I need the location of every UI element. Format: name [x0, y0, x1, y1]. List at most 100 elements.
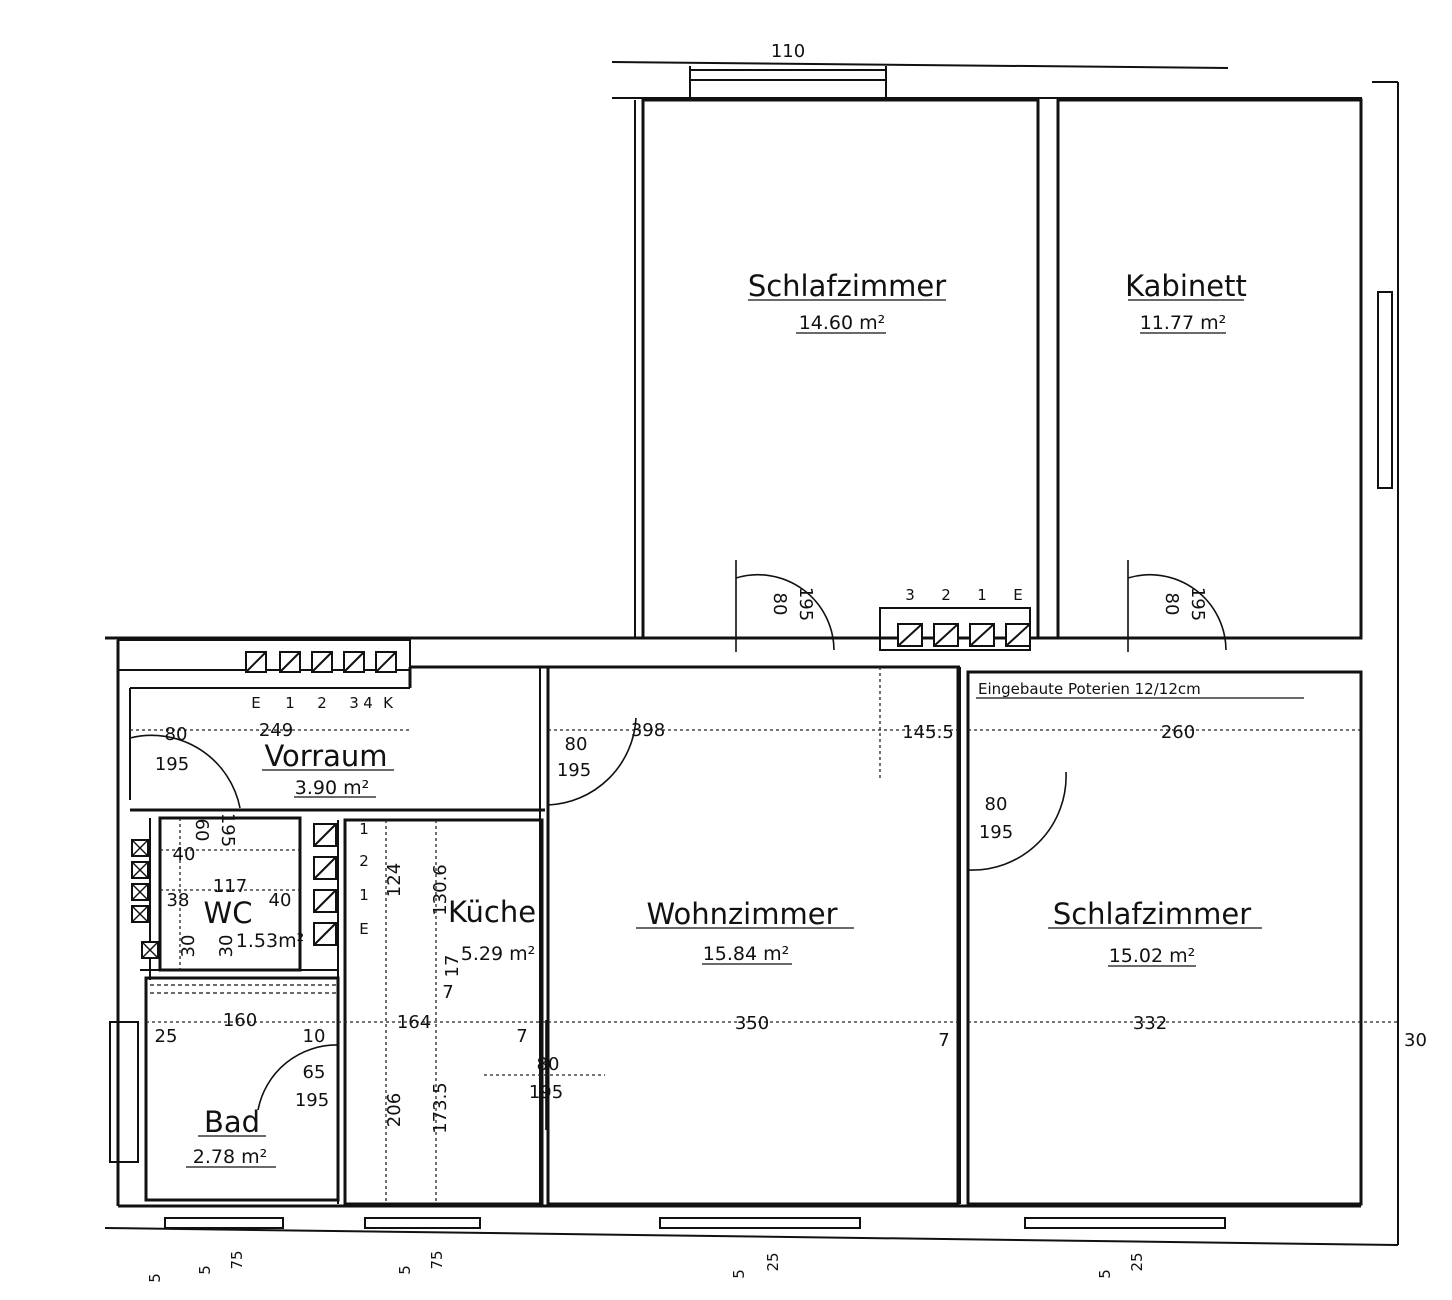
bottom-mark-8: 5	[1096, 1269, 1114, 1279]
walls	[104, 61, 1399, 1246]
window-bottom-1	[164, 1217, 284, 1229]
door-wohn-w: 80	[565, 734, 588, 755]
door-schlafzimmer-top	[735, 560, 835, 652]
door-kab-h: 195	[1187, 587, 1208, 621]
flue-left-label-1: E	[251, 694, 260, 712]
dim-wohn-width: 350	[735, 1013, 769, 1034]
door-vorraum	[129, 734, 241, 809]
room-name-wc: WC	[204, 896, 253, 930]
dim-bad-195: 195	[295, 1090, 329, 1111]
dim-wc-38: 38	[167, 890, 190, 911]
room-area-kueche: 5.29 m²	[461, 943, 535, 965]
dim-kueche-124: 124	[384, 863, 405, 897]
door-wc-h: 195	[217, 813, 238, 847]
room-name-schlafzimmer-right: Schlafzimmer	[1053, 897, 1251, 931]
bottom-mark-1: 5	[146, 1273, 164, 1283]
dimension-lines	[130, 560, 1398, 1204]
flue-top-label-3: 1	[977, 586, 987, 604]
dim-top-window: 110	[771, 41, 805, 62]
door-size-labels: 80 195 80 195 80 195 80 195 80 195 80 19…	[155, 587, 1208, 1103]
dim-kueche-1735: 173.5	[430, 1082, 451, 1134]
bottom-mark-7: 25	[764, 1252, 782, 1271]
door-kueche-wohn-w: 80	[537, 1054, 560, 1075]
label-underlines	[186, 299, 1304, 1168]
door-sz-top-w: 80	[769, 593, 790, 616]
door-bad	[257, 1044, 339, 1111]
room-name-kabinett: Kabinett	[1125, 269, 1247, 303]
door-vorraum-w: 80	[165, 724, 188, 745]
room-name-schlafzimmer-top: Schlafzimmer	[748, 269, 946, 303]
windows	[164, 66, 1226, 1229]
dim-wall-7a: 7	[516, 1026, 527, 1047]
doors	[129, 560, 1227, 1130]
dimension-labels: 110 249 398 145.5 260 350 332 30 160 25 …	[155, 41, 1427, 1134]
room-area-wc: 1.53m²	[236, 930, 304, 952]
door-kabinett	[1127, 560, 1227, 652]
flue-left-label-2: 1	[285, 694, 295, 712]
room-area-schlafzimmer-right: 15.02 m²	[1109, 945, 1196, 967]
window-top	[689, 69, 887, 81]
door-sz-right-w: 80	[985, 794, 1008, 815]
flue-kueche-label-4: E	[359, 920, 368, 938]
room-labels: Schlafzimmer 14.60 m² Kabinett 11.77 m² …	[193, 269, 1251, 1168]
flues	[131, 623, 1031, 959]
flue-left-label-3: 2	[317, 694, 327, 712]
dim-wc-30a: 30	[178, 935, 199, 958]
bottom-mark-4: 5	[396, 1265, 414, 1275]
flue-top-label-4: E	[1013, 586, 1022, 604]
flue-top-label-1: 3	[905, 586, 915, 604]
dim-sz-right-top: 260	[1161, 722, 1195, 743]
room-name-bad: Bad	[204, 1105, 260, 1139]
door-vorraum-h: 195	[155, 754, 189, 775]
dim-kueche-206: 206	[384, 1093, 405, 1127]
window-bottom-3	[659, 1217, 861, 1229]
dim-wall-17: 17	[442, 955, 463, 978]
flue-kueche-label-3: 1	[359, 886, 369, 904]
dim-wc-117: 117	[213, 876, 247, 897]
dim-kueche-1306: 130.6	[430, 864, 451, 916]
room-area-schlafzimmer-top: 14.60 m²	[799, 312, 886, 334]
dim-wohn-top: 398	[631, 720, 665, 741]
flue-labels: 3 2 1 E E 1 2 3 4 K 1 2 1 E	[251, 586, 1022, 938]
flue-kueche-label-2: 2	[359, 852, 369, 870]
dim-bad-65: 65	[303, 1062, 326, 1083]
flue-kueche-label-1: 1	[359, 820, 369, 838]
door-kab-w: 80	[1161, 593, 1182, 616]
room-area-wohnzimmer: 15.84 m²	[703, 943, 790, 965]
door-sz-right-h: 195	[979, 822, 1013, 843]
flue-left-label-6: K	[383, 694, 394, 712]
bottom-marks: 5 5 75 5 75 5 25 5 25	[146, 1250, 1146, 1282]
flue-top-label-2: 2	[941, 586, 951, 604]
window-bottom-4	[1024, 1217, 1226, 1229]
door-wohn-h: 195	[557, 760, 591, 781]
dim-vorraum-width: 249	[259, 720, 293, 741]
dim-bad-25: 25	[155, 1026, 178, 1047]
dim-kueche-164: 164	[397, 1012, 431, 1033]
room-area-bad: 2.78 m²	[193, 1146, 267, 1168]
door-wc-w: 60	[191, 819, 212, 842]
bottom-mark-5: 75	[428, 1250, 446, 1269]
dim-wc-40a: 40	[173, 844, 196, 865]
dim-wall-7c: 7	[442, 982, 453, 1003]
room-area-kabinett: 11.77 m²	[1140, 312, 1227, 334]
room-name-kueche: Küche	[448, 895, 536, 929]
dim-mid-145: 145.5	[902, 722, 954, 743]
bottom-mark-9: 25	[1128, 1252, 1146, 1271]
window-bottom-2	[364, 1217, 481, 1229]
flue-left-label-5: 4	[363, 694, 373, 712]
dim-bad-10: 10	[303, 1026, 326, 1047]
bottom-mark-2: 5	[196, 1265, 214, 1275]
door-wohnzimmer	[547, 717, 637, 806]
dim-wc-40b: 40	[269, 890, 292, 911]
room-name-wohnzimmer: Wohnzimmer	[646, 897, 837, 931]
bottom-mark-6: 5	[730, 1269, 748, 1279]
dim-wall-7b: 7	[938, 1030, 949, 1051]
door-sz-top-h: 195	[795, 587, 816, 621]
dim-sz-right-width: 332	[1133, 1013, 1167, 1034]
bottom-mark-3: 75	[228, 1250, 246, 1269]
dim-bad-width: 160	[223, 1010, 257, 1031]
dim-right-edge: 30	[1404, 1030, 1427, 1051]
flue-left-label-4: 3	[349, 694, 359, 712]
room-area-vorraum: 3.90 m²	[295, 777, 369, 799]
